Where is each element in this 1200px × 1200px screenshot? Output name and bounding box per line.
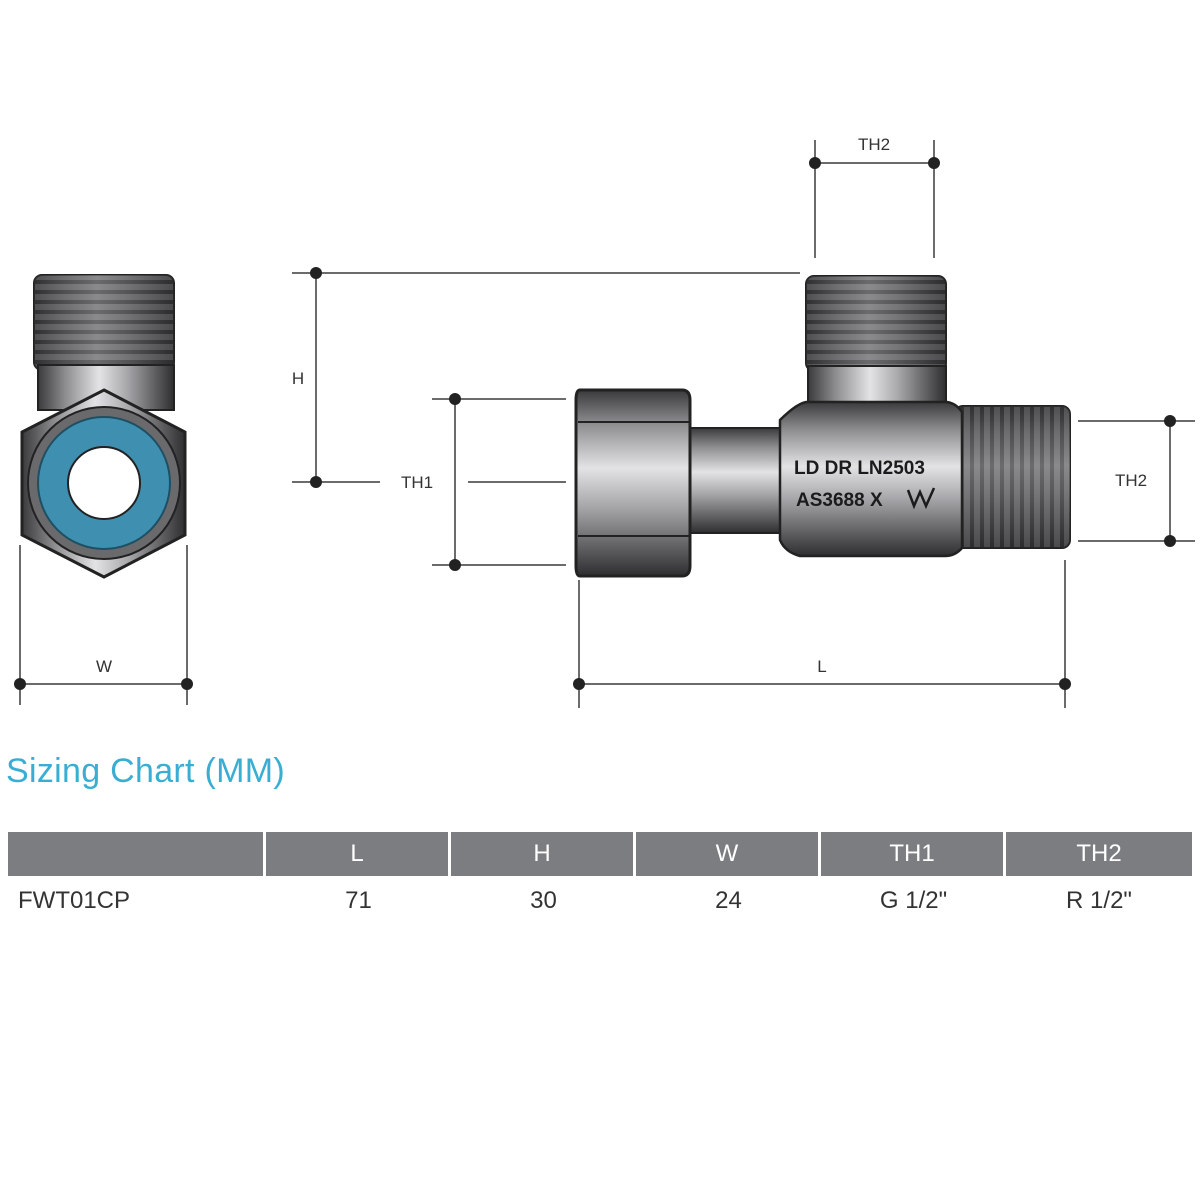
cell-w: 24	[715, 887, 742, 914]
th2-top-label: TH2	[858, 135, 890, 154]
cell-model: FWT01CP	[18, 887, 131, 914]
header-cell-blank	[8, 832, 266, 876]
side-view-tube	[679, 427, 791, 534]
bore-hole	[67, 446, 141, 520]
header-cell-l: L	[266, 832, 451, 876]
side-view-body	[778, 400, 964, 558]
th1-label: TH1	[401, 473, 433, 492]
cell-l: 71	[345, 887, 372, 914]
header-cell-w: W	[636, 832, 821, 876]
w-label: W	[96, 657, 112, 676]
manufacturer-logo-icon	[906, 487, 936, 510]
cell-th2: R 1/2"	[1066, 887, 1132, 914]
header-cell-h: H	[451, 832, 636, 876]
sizing-chart-table: L H W TH1 TH2 FWT01CP 71 30 24 G 1/2" R …	[8, 832, 1192, 926]
table-row: FWT01CP 71 30 24 G 1/2" R 1/2"	[8, 876, 1192, 926]
table-header-row: L H W TH1 TH2	[8, 832, 1192, 876]
fitting-diagram: W H TH1 TH2 TH2	[14, 135, 1195, 708]
cell-h: 30	[530, 887, 557, 914]
th2-side-label: TH2	[1115, 471, 1147, 490]
end-view: W	[14, 274, 193, 705]
sizing-chart-title: Sizing Chart (MM)	[6, 752, 286, 790]
stamp-line-1: LD DR LN2503	[794, 458, 925, 479]
stamp-line-2: AS3688 X	[796, 490, 883, 511]
l-label: L	[817, 657, 826, 676]
side-view: H TH1 TH2 TH2 L	[292, 135, 1195, 708]
h-label: H	[292, 369, 304, 388]
cell-th1: G 1/2"	[879, 887, 948, 914]
header-cell-th2: TH2	[1006, 832, 1192, 876]
header-cell-th1: TH1	[821, 832, 1006, 876]
side-view-hex-nut	[574, 388, 692, 578]
